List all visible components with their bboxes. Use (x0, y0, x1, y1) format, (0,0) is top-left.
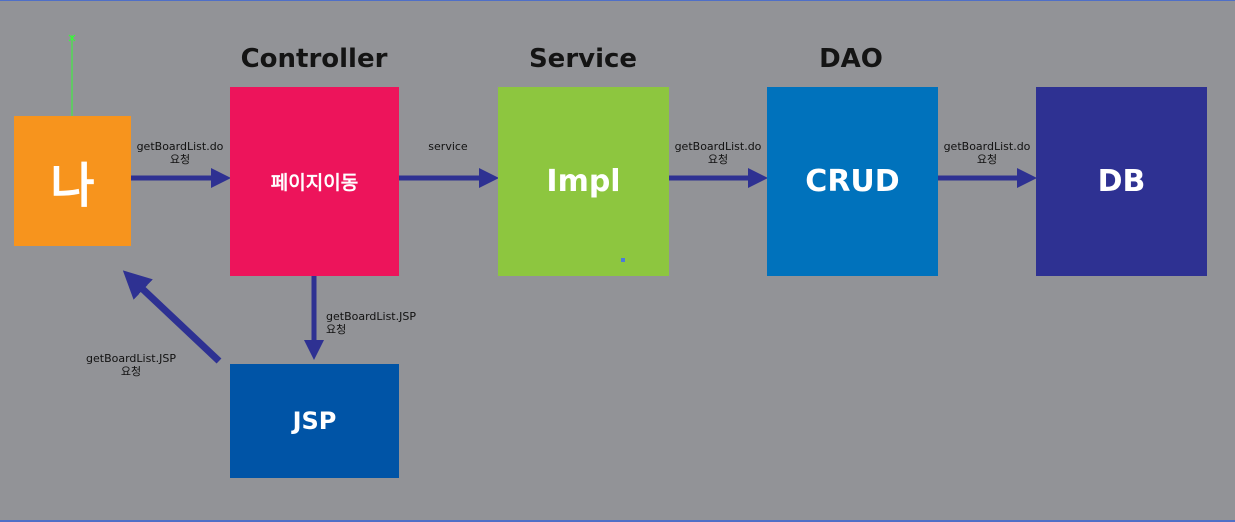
label-jsp-to-me-line1: getBoardList.JSP (86, 352, 176, 365)
label-me-to-controller: getBoardList.do 요청 (134, 140, 226, 166)
header-service: Service (528, 44, 638, 74)
box-controller[interactable]: 페이지이동 (230, 87, 399, 276)
label-me-to-controller-line1: getBoardList.do (136, 140, 224, 153)
selection-handle[interactable] (621, 258, 625, 262)
arrow-jsp-to-me (122, 270, 222, 364)
label-crud-to-db: getBoardList.do 요청 (941, 140, 1033, 166)
selection-guide-marker (68, 34, 76, 42)
label-impl-to-crud-line1: getBoardList.do (674, 140, 762, 153)
label-impl-to-crud: getBoardList.do 요청 (672, 140, 764, 166)
label-controller-to-service: service (410, 140, 486, 153)
label-me-to-controller-line2: 요청 (169, 153, 191, 166)
box-impl[interactable]: Impl (498, 87, 669, 276)
box-db[interactable]: DB (1036, 87, 1207, 276)
label-impl-to-crud-line2: 요청 (707, 153, 729, 166)
header-controller: Controller (240, 44, 388, 74)
label-controller-to-jsp-line1: getBoardList.JSP (326, 310, 416, 323)
box-jsp[interactable]: JSP (230, 364, 399, 478)
label-jsp-to-me: getBoardList.JSP 요청 (82, 352, 180, 378)
label-controller-to-jsp-line2: 요청 (326, 323, 347, 336)
label-crud-to-db-line2: 요청 (976, 153, 998, 166)
label-controller-to-jsp: getBoardList.JSP 요청 (326, 310, 416, 336)
box-crud[interactable]: CRUD (767, 87, 938, 276)
label-jsp-to-me-line2: 요청 (120, 365, 142, 378)
header-dao: DAO (819, 44, 883, 74)
label-crud-to-db-line1: getBoardList.do (943, 140, 1031, 153)
box-me[interactable]: 나 (14, 116, 131, 246)
label-controller-to-service-line1: service (428, 140, 468, 153)
